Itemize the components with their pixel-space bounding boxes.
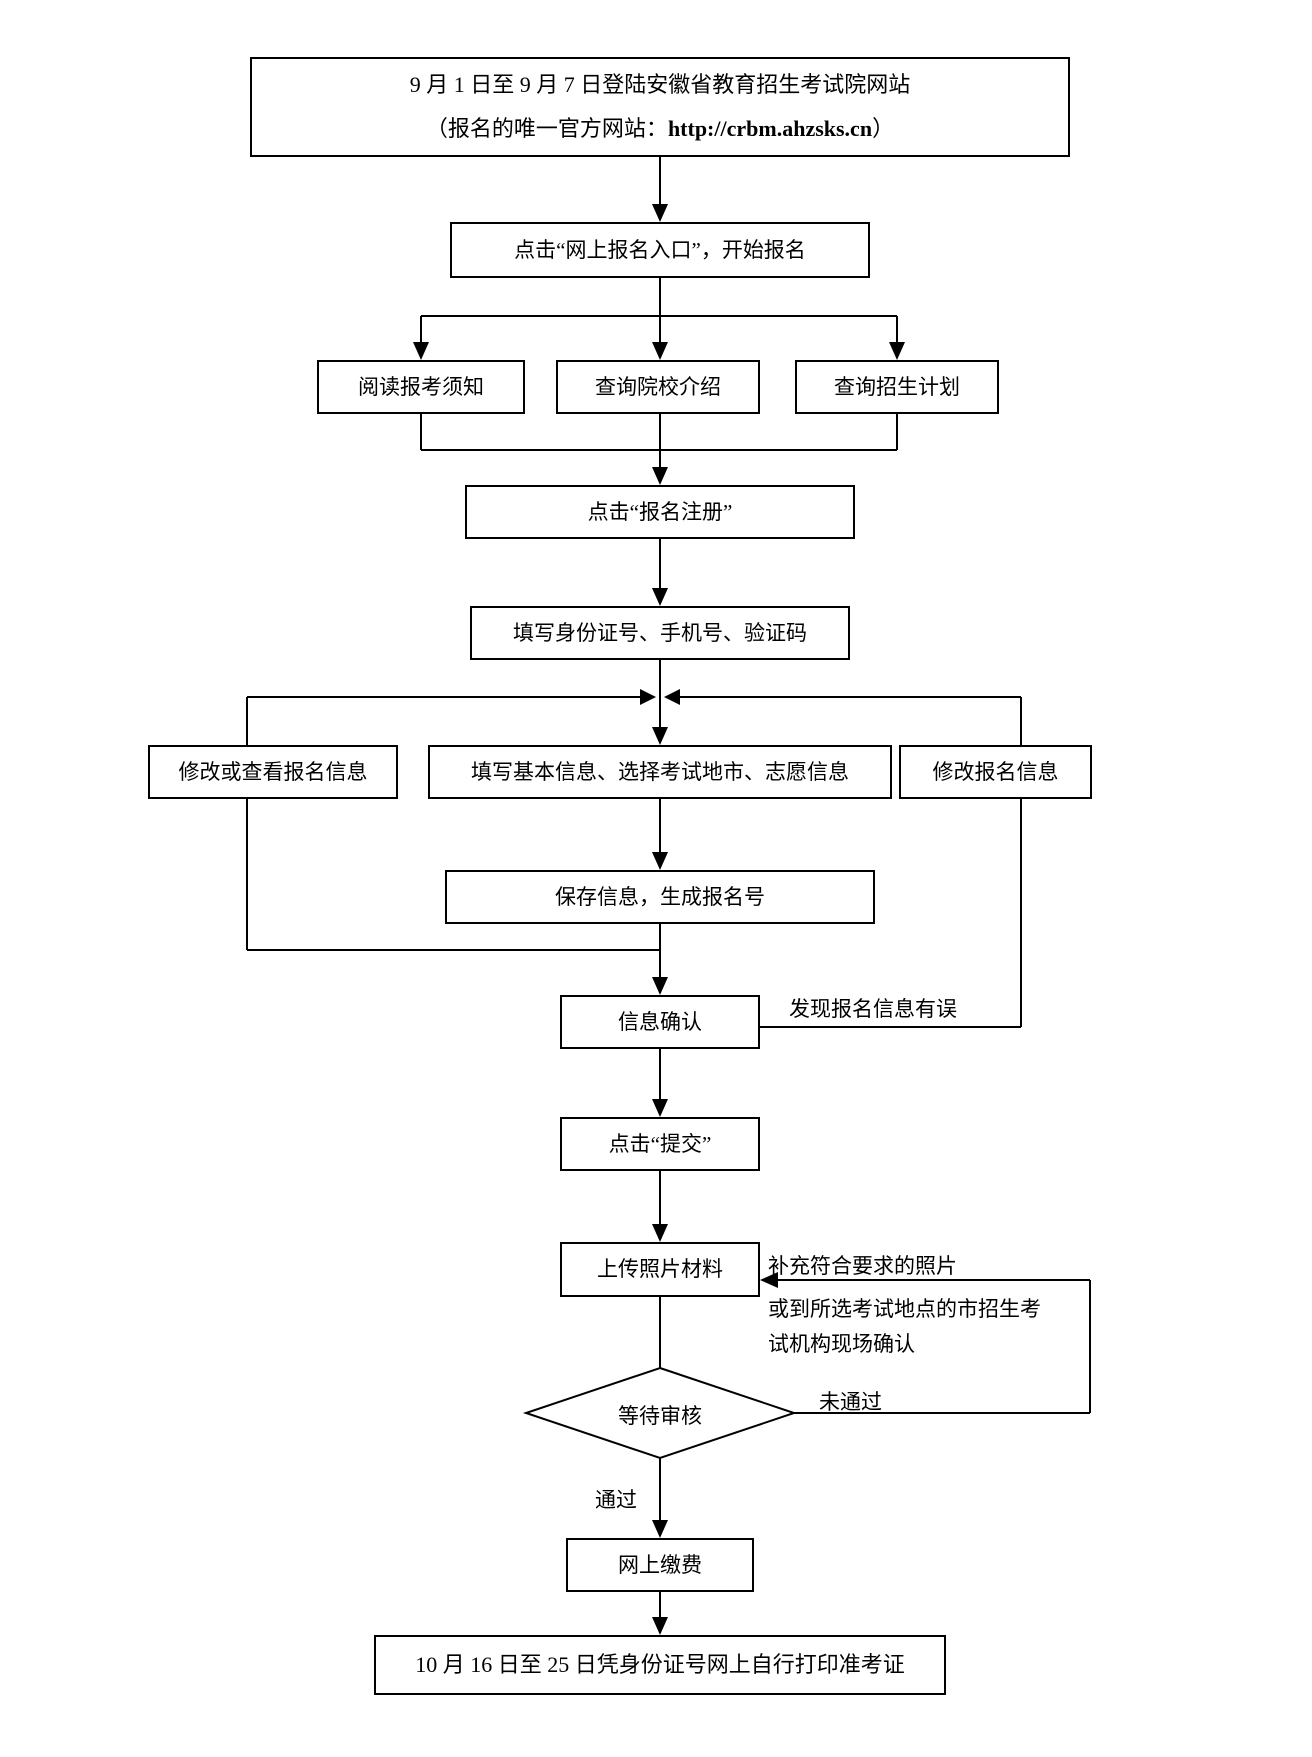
node-notice: 阅读报考须知	[317, 360, 525, 414]
website-url: http://crbm.ahzsks.cn	[667, 116, 873, 141]
node-save: 保存信息，生成报名号	[445, 870, 875, 924]
edge-label-passed: 通过	[595, 1488, 637, 1512]
edge-label-error-found: 发现报名信息有误	[789, 997, 957, 1021]
node-fill-info: 填写基本信息、选择考试地市、志愿信息	[428, 745, 892, 799]
node-confirm: 信息确认	[560, 995, 760, 1049]
review-diamond	[522, 1366, 798, 1460]
edge-label-not-passed: 未通过	[819, 1390, 882, 1414]
arrowheads	[413, 204, 905, 1635]
node-register: 点击“报名注册”	[465, 485, 855, 539]
node-fill-id: 填写身份证号、手机号、验证码	[470, 606, 850, 660]
edge-label-photo-note-1: 补充符合要求的照片	[768, 1254, 957, 1278]
website-line2: （报名的唯一官方网站：http://crbm.ahzsks.cn）	[426, 107, 894, 151]
edge-label-photo-note-2: 或到所选考试地点的市招生考	[768, 1297, 1041, 1321]
node-modify-view: 修改或查看报名信息	[148, 745, 398, 799]
node-submit: 点击“提交”	[560, 1117, 760, 1171]
node-modify: 修改报名信息	[899, 745, 1092, 799]
node-print: 10 月 16 日至 25 日凭身份证号网上自行打印准考证	[374, 1635, 946, 1695]
node-plan: 查询招生计划	[795, 360, 999, 414]
node-website: 9 月 1 日至 9 月 7 日登陆安徽省教育招生考试院网站 （报名的唯一官方网…	[250, 57, 1070, 157]
node-entry: 点击“网上报名入口”，开始报名	[450, 222, 870, 278]
website-line2-prefix: （报名的唯一官方网站：	[425, 116, 668, 141]
node-pay: 网上缴费	[566, 1538, 754, 1592]
node-review-label: 等待审核	[618, 1404, 702, 1428]
website-line1: 9 月 1 日至 9 月 7 日登陆安徽省教育招生考试院网站	[409, 72, 911, 97]
node-upload: 上传照片材料	[560, 1242, 760, 1297]
node-college: 查询院校介绍	[556, 360, 760, 414]
edge-label-photo-note-3: 试机构现场确认	[768, 1332, 915, 1356]
website-line2-suffix: ）	[872, 116, 895, 141]
